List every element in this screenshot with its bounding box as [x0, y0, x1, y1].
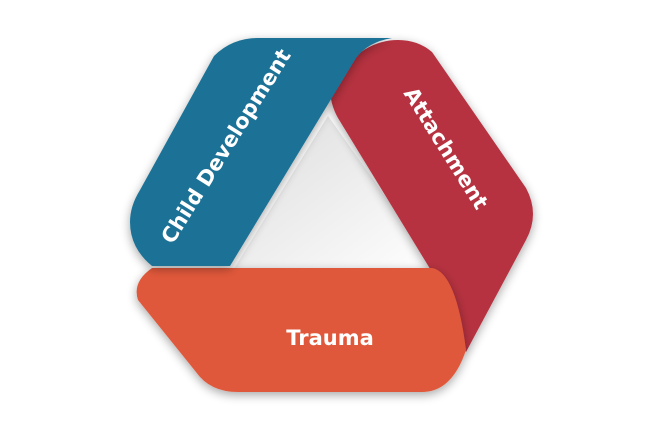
inner-triangle: [232, 116, 439, 272]
label-trauma: Trauma: [286, 326, 374, 350]
segment-child-development: [130, 38, 392, 266]
segment-attachment: [330, 40, 533, 352]
segment-trauma: [136, 268, 466, 392]
